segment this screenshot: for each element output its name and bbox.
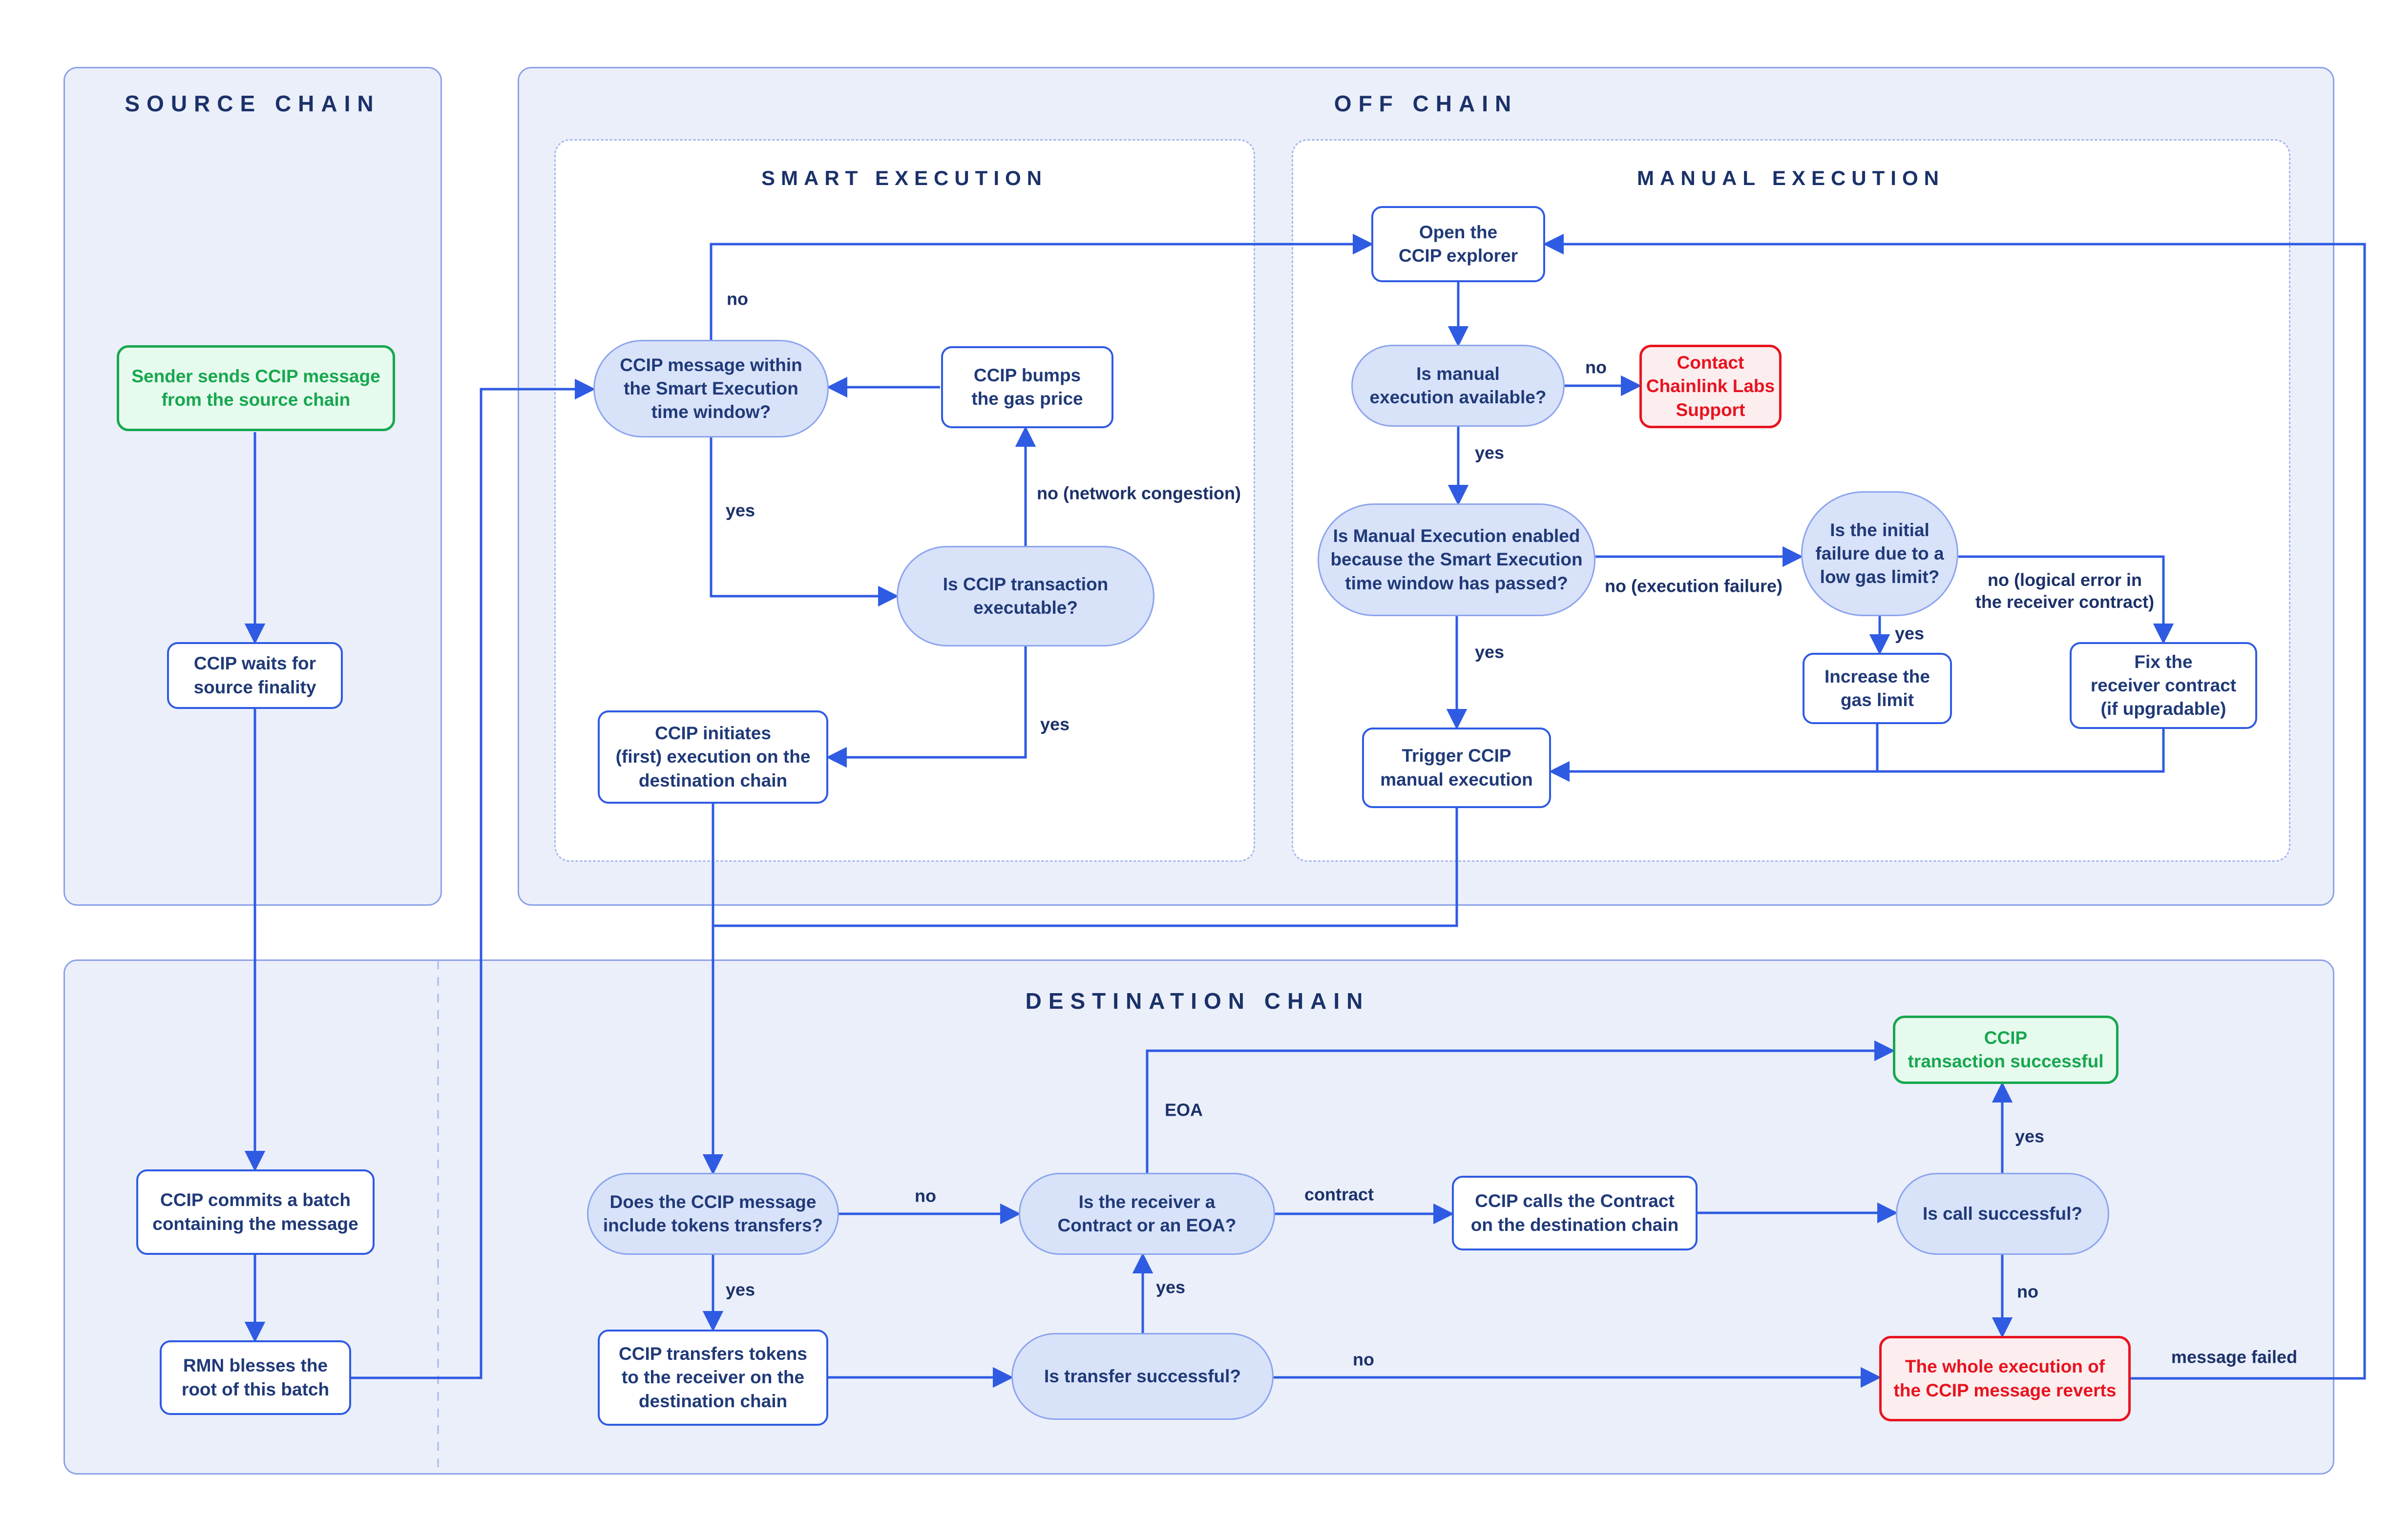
node-ccip-transaction-successful: CCIP transaction successful [1893,1016,2118,1084]
node-sender-sends-message: Sender sends CCIP message from the sourc… [117,345,395,431]
edge-label-eoa: EOA [1164,1100,1203,1120]
decision-includes-token-transfers: Does the CCIP message include tokens tra… [587,1173,839,1255]
edge-label-no-manual: no [1585,357,1607,377]
decision-failure-low-gas-limit: Is the initial failure due to a low gas … [1801,491,1958,616]
edge-label-yes-tokens: yes [725,1279,755,1300]
off-chain-title: OFF CHAIN [1334,91,1518,116]
edge-label-yes-manual: yes [1474,442,1505,463]
edge-receiver-eoa-to-success [1146,1040,1895,1173]
node-ccip-commits-batch: CCIP commits a batch containing the mess… [136,1169,375,1255]
node-contact-chainlink-labs-support: Contact Chainlink Labs Support [1639,345,1782,428]
node-ccip-calls-contract: CCIP calls the Contract on the destinati… [1452,1176,1698,1250]
edge-revert-message-failed-to-explorer [1543,233,2366,1380]
edge-window-yes-to-executable [710,437,899,607]
source-chain-title: SOURCE CHAIN [125,91,380,116]
edge-executable-yes-to-initiates [826,646,1027,768]
node-execution-reverts: The whole execution of the CCIP message … [1879,1336,2131,1421]
decision-call-successful: Is call successful? [1896,1173,2109,1255]
node-increase-gas-limit: Increase the gas limit [1803,653,1952,724]
panel-source-chain [63,67,442,906]
edge-fix-to-trigger [1549,729,2165,782]
destination-chain-title: DESTINATION CHAIN [1025,988,1370,1014]
edge-label-yes-lowgas: yes [1894,623,1925,644]
edge-label-contract: contract [1304,1184,1374,1205]
edge-label-no-network-congestion: no (network congestion) [1037,483,1241,503]
node-trigger-manual-execution: Trigger CCIP manual execution [1362,728,1551,808]
node-ccip-bumps-gas-price: CCIP bumps the gas price [941,346,1113,428]
edge-trigger-down-join [714,808,1458,927]
decision-transaction-executable: Is CCIP transaction executable? [897,546,1154,646]
decision-within-smart-execution-window: CCIP message within the Smart Execution … [593,340,829,437]
node-ccip-initiates-execution: CCIP initiates (first) execution on the … [598,710,828,804]
edge-label-no-execution-failure: no (execution failure) [1604,576,1783,596]
edge-label-yes-transfer: yes [1155,1277,1186,1297]
decision-manual-execution-enabled: Is Manual Execution enabled because the … [1318,503,1595,616]
edge-label-yes-call: yes [2014,1126,2045,1146]
edge-label-no-tokens: no [915,1186,936,1206]
edge-label-message-failed: message failed [2171,1347,2298,1367]
node-ccip-transfers-tokens: CCIP transfers tokens to the receiver on… [598,1330,828,1426]
edge-lowgas-no-to-fix [1958,555,2174,645]
edge-label-no-window: no [727,289,748,309]
node-rmn-blesses-root: RMN blesses the root of this batch [160,1340,351,1415]
smart-execution-title: SMART EXECUTION [761,166,1048,189]
decision-manual-execution-available: Is manual execution available? [1351,345,1565,427]
edge-label-no-call: no [2017,1281,2038,1302]
edge-rmn-to-window [351,378,596,1379]
edge-window-no-to-explorer [710,233,1374,340]
edge-label-no-logical-error: no (logical error in the receiver contra… [1975,570,2155,612]
node-open-ccip-explorer: Open the CCIP explorer [1371,206,1545,282]
decision-transfer-successful: Is transfer successful? [1011,1333,1274,1420]
node-ccip-waits-finality: CCIP waits for source finality [167,642,343,709]
manual-execution-title: MANUAL EXECUTION [1637,166,1945,189]
edge-label-no-transfer: no [1353,1349,1374,1370]
edge-label-yes-executable: yes [1040,714,1070,734]
edge-label-yes-enabled: yes [1474,642,1505,662]
edge-label-yes-window: yes [725,500,755,520]
node-fix-receiver-contract: Fix the receiver contract (if upgradable… [2070,642,2257,729]
decision-receiver-contract-or-eoa: Is the receiver a Contract or an EOA? [1019,1173,1275,1255]
